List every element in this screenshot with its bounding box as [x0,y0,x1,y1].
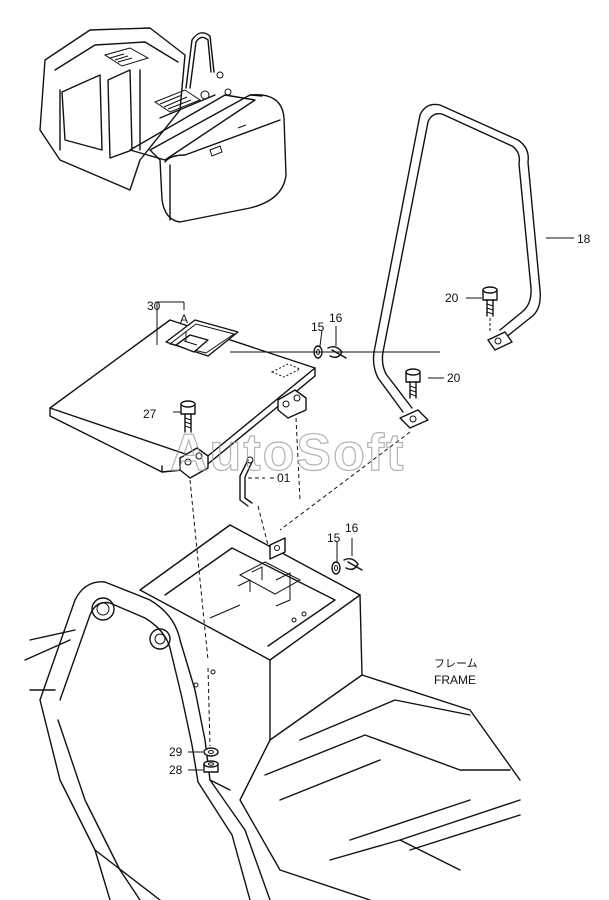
label-part-15-lower: 15 [327,531,341,545]
excavator-thumbnail [39,27,287,223]
label-part-15-upper: 15 [311,320,325,334]
label-part-01: 01 [277,471,291,485]
watermark: AutoSoft [170,424,405,482]
bolt-part-27 [180,400,196,433]
label-part-30: 30 [147,299,161,313]
frame-structure [24,524,521,900]
label-callout-a: A [180,312,188,326]
stay-part-01 [239,456,254,507]
label-part-20-lower: 20 [447,371,461,385]
bolt-part-20-lower [405,368,421,399]
cover-plate-part-30 [49,319,316,479]
label-part-18: 18 [577,232,591,246]
washer-part-15-lower [331,561,341,575]
bolt-part-20-upper [482,286,498,332]
label-part-29: 29 [169,745,183,759]
pin-part-16-lower [343,557,363,571]
washer-part-29 [203,747,219,757]
label-part-16-lower: 16 [345,521,359,535]
leader-lines [156,237,574,771]
frame-label-en: FRAME [434,673,476,687]
nut-part-28 [203,760,219,773]
frame-label-jp: フレーム [434,657,478,670]
label-part-20-upper: 20 [445,291,459,305]
handrail-part-18 [372,103,541,429]
part-labels: 30 A 15 16 27 01 18 20 20 15 16 29 28 フレ… [143,232,591,777]
label-part-27: 27 [143,407,157,421]
label-part-28: 28 [169,763,183,777]
label-part-16-upper: 16 [329,311,343,325]
